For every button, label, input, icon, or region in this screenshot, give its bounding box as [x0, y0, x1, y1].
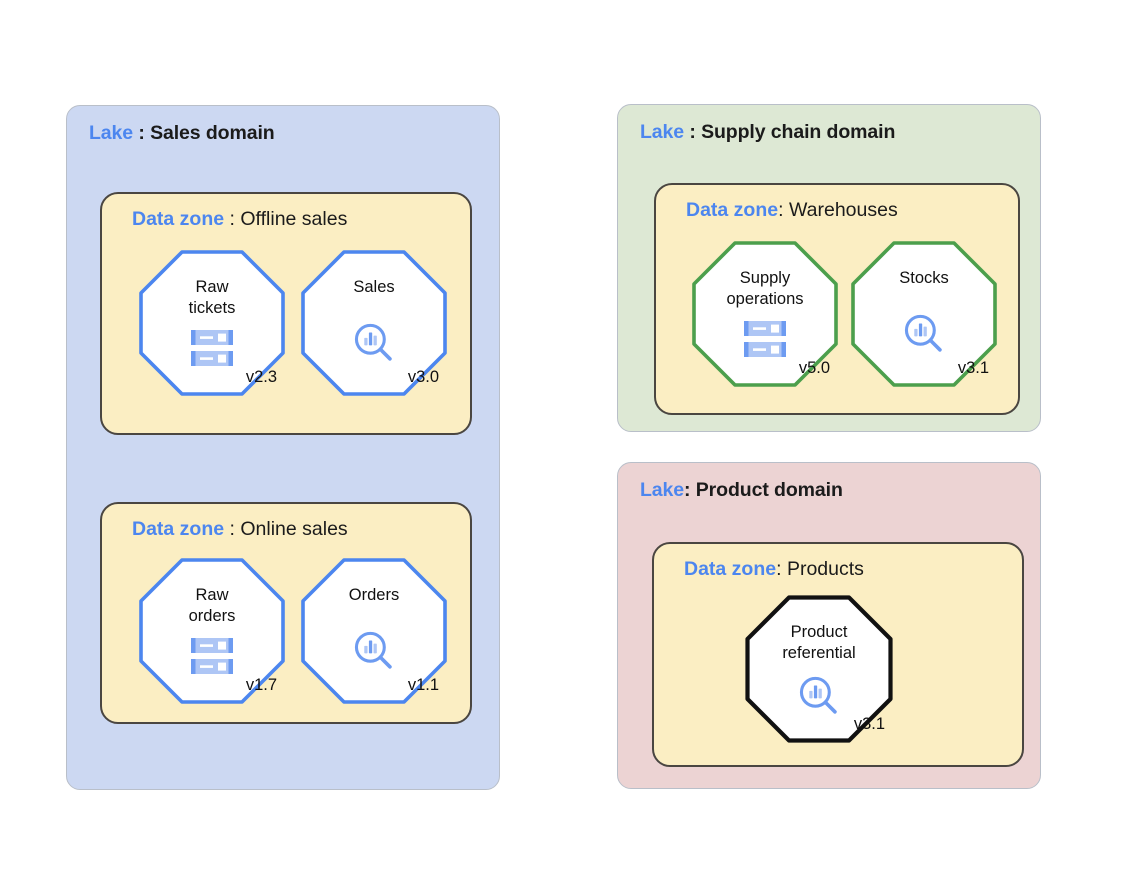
data-asset-raw-orders[interactable]: Raw orders v1.7	[139, 558, 285, 704]
data-zone-online-sales-title: Data zone : Online sales	[132, 518, 348, 541]
lake-separator: :	[684, 121, 702, 143]
database-server-icon	[744, 321, 786, 357]
data-analysis-magnifier-icon	[354, 323, 392, 361]
lake-name: Sales domain	[150, 122, 275, 144]
octagon-shape	[301, 558, 447, 704]
octagon-shape	[851, 241, 997, 387]
data-asset-version: v1.7	[245, 676, 277, 694]
lake-sales-domain-title: Lake : Sales domain	[89, 122, 275, 145]
octagon-shape	[745, 595, 893, 743]
data-asset-version: v3.1	[957, 359, 989, 377]
lake-product-domain-title: Lake: Product domain	[640, 479, 843, 502]
octagon-shape	[139, 250, 285, 396]
data-zone-warehouses-title: Data zone: Warehouses	[686, 199, 898, 222]
data-asset-version: v3.1	[853, 715, 885, 733]
data-asset-sales[interactable]: Sales v3.0	[301, 250, 447, 396]
data-zone-keyword: Data zone	[684, 558, 777, 580]
database-server-icon	[191, 638, 233, 674]
lake-supply-chain-domain-title: Lake : Supply chain domain	[640, 121, 895, 144]
data-zone-name: Warehouses	[788, 199, 898, 221]
data-asset-version: v3.0	[407, 368, 439, 386]
data-zone-name: Online sales	[240, 518, 348, 540]
data-analysis-magnifier-icon	[799, 676, 837, 714]
lake-keyword: Lake	[640, 121, 685, 143]
data-asset-product-referential[interactable]: Product referential v3.1	[745, 595, 893, 743]
data-zone-keyword: Data zone	[686, 199, 779, 221]
lake-separator: :	[684, 479, 696, 501]
data-asset-orders[interactable]: Orders v1.1	[301, 558, 447, 704]
data-asset-version: v2.3	[245, 368, 277, 386]
octagon-shape	[692, 241, 838, 387]
data-analysis-magnifier-icon	[904, 314, 942, 352]
lake-keyword: Lake	[640, 479, 685, 501]
data-asset-stocks[interactable]: Stocks v3.1	[851, 241, 997, 387]
data-asset-supply-operations[interactable]: Supply operations v5.0	[692, 241, 838, 387]
data-asset-raw-tickets[interactable]: Raw tickets v2.3	[139, 250, 285, 396]
octagon-shape	[139, 558, 285, 704]
data-zone-separator: :	[224, 518, 241, 540]
data-zone-name: Products	[786, 558, 864, 580]
data-zone-keyword: Data zone	[132, 208, 225, 230]
lake-name: Supply chain domain	[701, 121, 896, 143]
data-zone-offline-sales-title: Data zone : Offline sales	[132, 208, 347, 231]
database-server-icon	[191, 330, 233, 366]
data-zone-separator: :	[776, 558, 787, 580]
data-zone-keyword: Data zone	[132, 518, 225, 540]
data-zone-name: Offline sales	[240, 208, 348, 230]
data-analysis-magnifier-icon	[354, 631, 392, 669]
lake-separator: :	[133, 122, 151, 144]
octagon-shape	[301, 250, 447, 396]
data-asset-version: v1.1	[407, 676, 439, 694]
data-asset-version: v5.0	[798, 359, 830, 377]
lake-name: Product domain	[695, 479, 843, 501]
data-zone-products-title: Data zone: Products	[684, 558, 864, 581]
data-zone-separator: :	[224, 208, 241, 230]
data-zone-separator: :	[778, 199, 789, 221]
lake-keyword: Lake	[89, 122, 134, 144]
